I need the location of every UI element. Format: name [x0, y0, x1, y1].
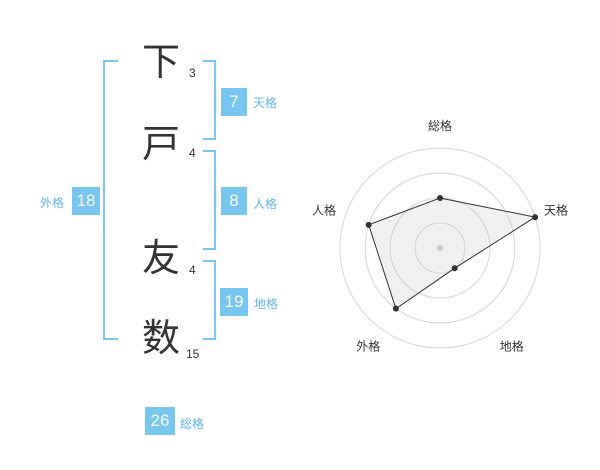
radar-axis-label-5: 人格 [312, 202, 336, 217]
tenkaku-value: 7 [221, 88, 247, 116]
tenkaku-bracket [203, 60, 216, 140]
radar-axis-label-4: 外格 [356, 339, 380, 354]
jinkaku-value: 8 [221, 187, 247, 215]
name-char-3: 友 [142, 236, 181, 280]
gaikaku-value: 18 [72, 187, 100, 215]
radar-area [368, 197, 537, 310]
chikaku-label: 地格 [254, 297, 279, 311]
name-char-4: 数 [142, 316, 181, 360]
gaikaku-label: 外格 [40, 196, 65, 210]
radar-point-3 [451, 265, 458, 272]
stroke-count-3: 4 [189, 263, 196, 277]
radar-axis-label-1: 総格 [428, 118, 452, 133]
radar-point-4 [392, 305, 399, 312]
radar-ring-4 [339, 147, 541, 349]
radar-point-2 [532, 214, 539, 221]
gaikaku-bracket [103, 60, 118, 340]
name-char-2: 戸 [142, 122, 181, 166]
jinkaku-label: 人格 [253, 197, 278, 211]
radar-ring-3 [364, 172, 516, 324]
radar-point-5 [365, 221, 372, 228]
radar-axis-label-3: 地格 [500, 339, 524, 354]
jinkaku-bracket [203, 150, 216, 250]
soukaku-value: 26 [145, 407, 175, 435]
tenkaku-label: 天格 [253, 96, 278, 110]
chikaku-bracket [203, 260, 216, 340]
name-char-1: 下 [142, 40, 181, 84]
radar-axis-label-2: 天格 [544, 202, 568, 217]
stroke-count-2: 4 [189, 146, 196, 160]
soukaku-label: 総格 [180, 417, 205, 431]
radar-center-dot [437, 245, 443, 251]
stroke-count-1: 3 [189, 66, 196, 80]
radar-point-1 [437, 195, 443, 201]
chikaku-value: 19 [220, 288, 248, 316]
radar-ring-1 [414, 222, 466, 274]
stroke-count-4: 15 [186, 347, 200, 361]
